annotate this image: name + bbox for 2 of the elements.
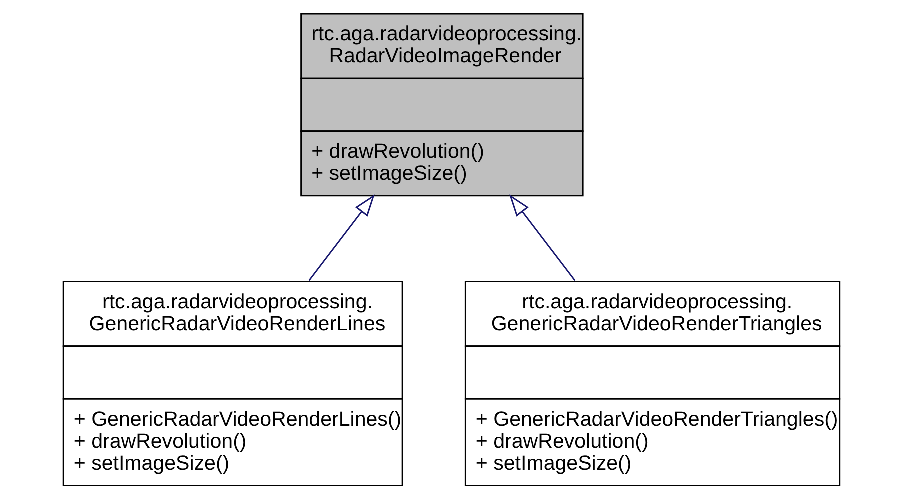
arrow	[308, 194, 374, 282]
arrow	[508, 194, 576, 282]
